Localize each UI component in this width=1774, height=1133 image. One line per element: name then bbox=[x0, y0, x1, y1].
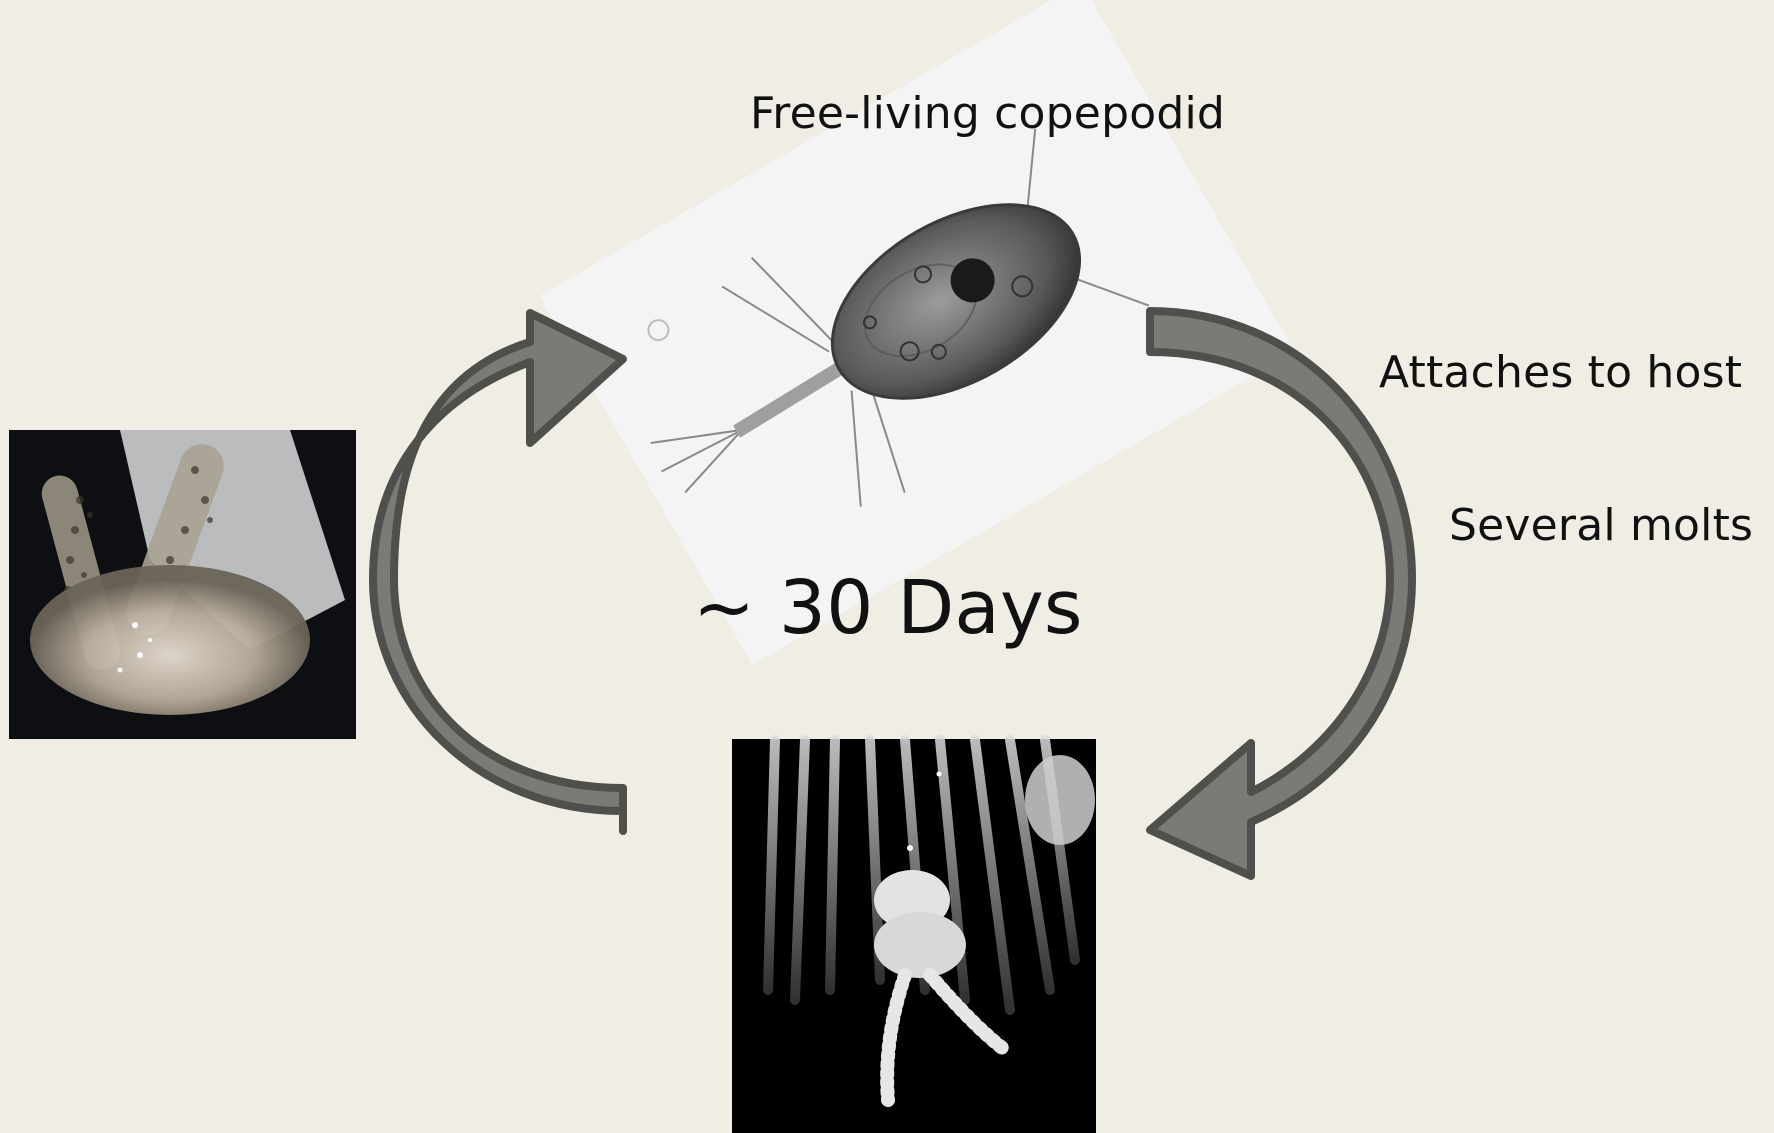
left-cycle-arrow bbox=[373, 313, 623, 831]
label-several-molts: Several molts bbox=[1449, 500, 1753, 551]
label-cycle-duration: ~ 30 Days bbox=[693, 565, 1083, 651]
label-attaches-to-host: Attaches to host bbox=[1379, 347, 1742, 398]
label-free-living-copepodid: Free-living copepodid bbox=[750, 88, 1225, 139]
egg-strings-photo bbox=[9, 430, 356, 739]
attached-adult-photo bbox=[732, 739, 1096, 1133]
